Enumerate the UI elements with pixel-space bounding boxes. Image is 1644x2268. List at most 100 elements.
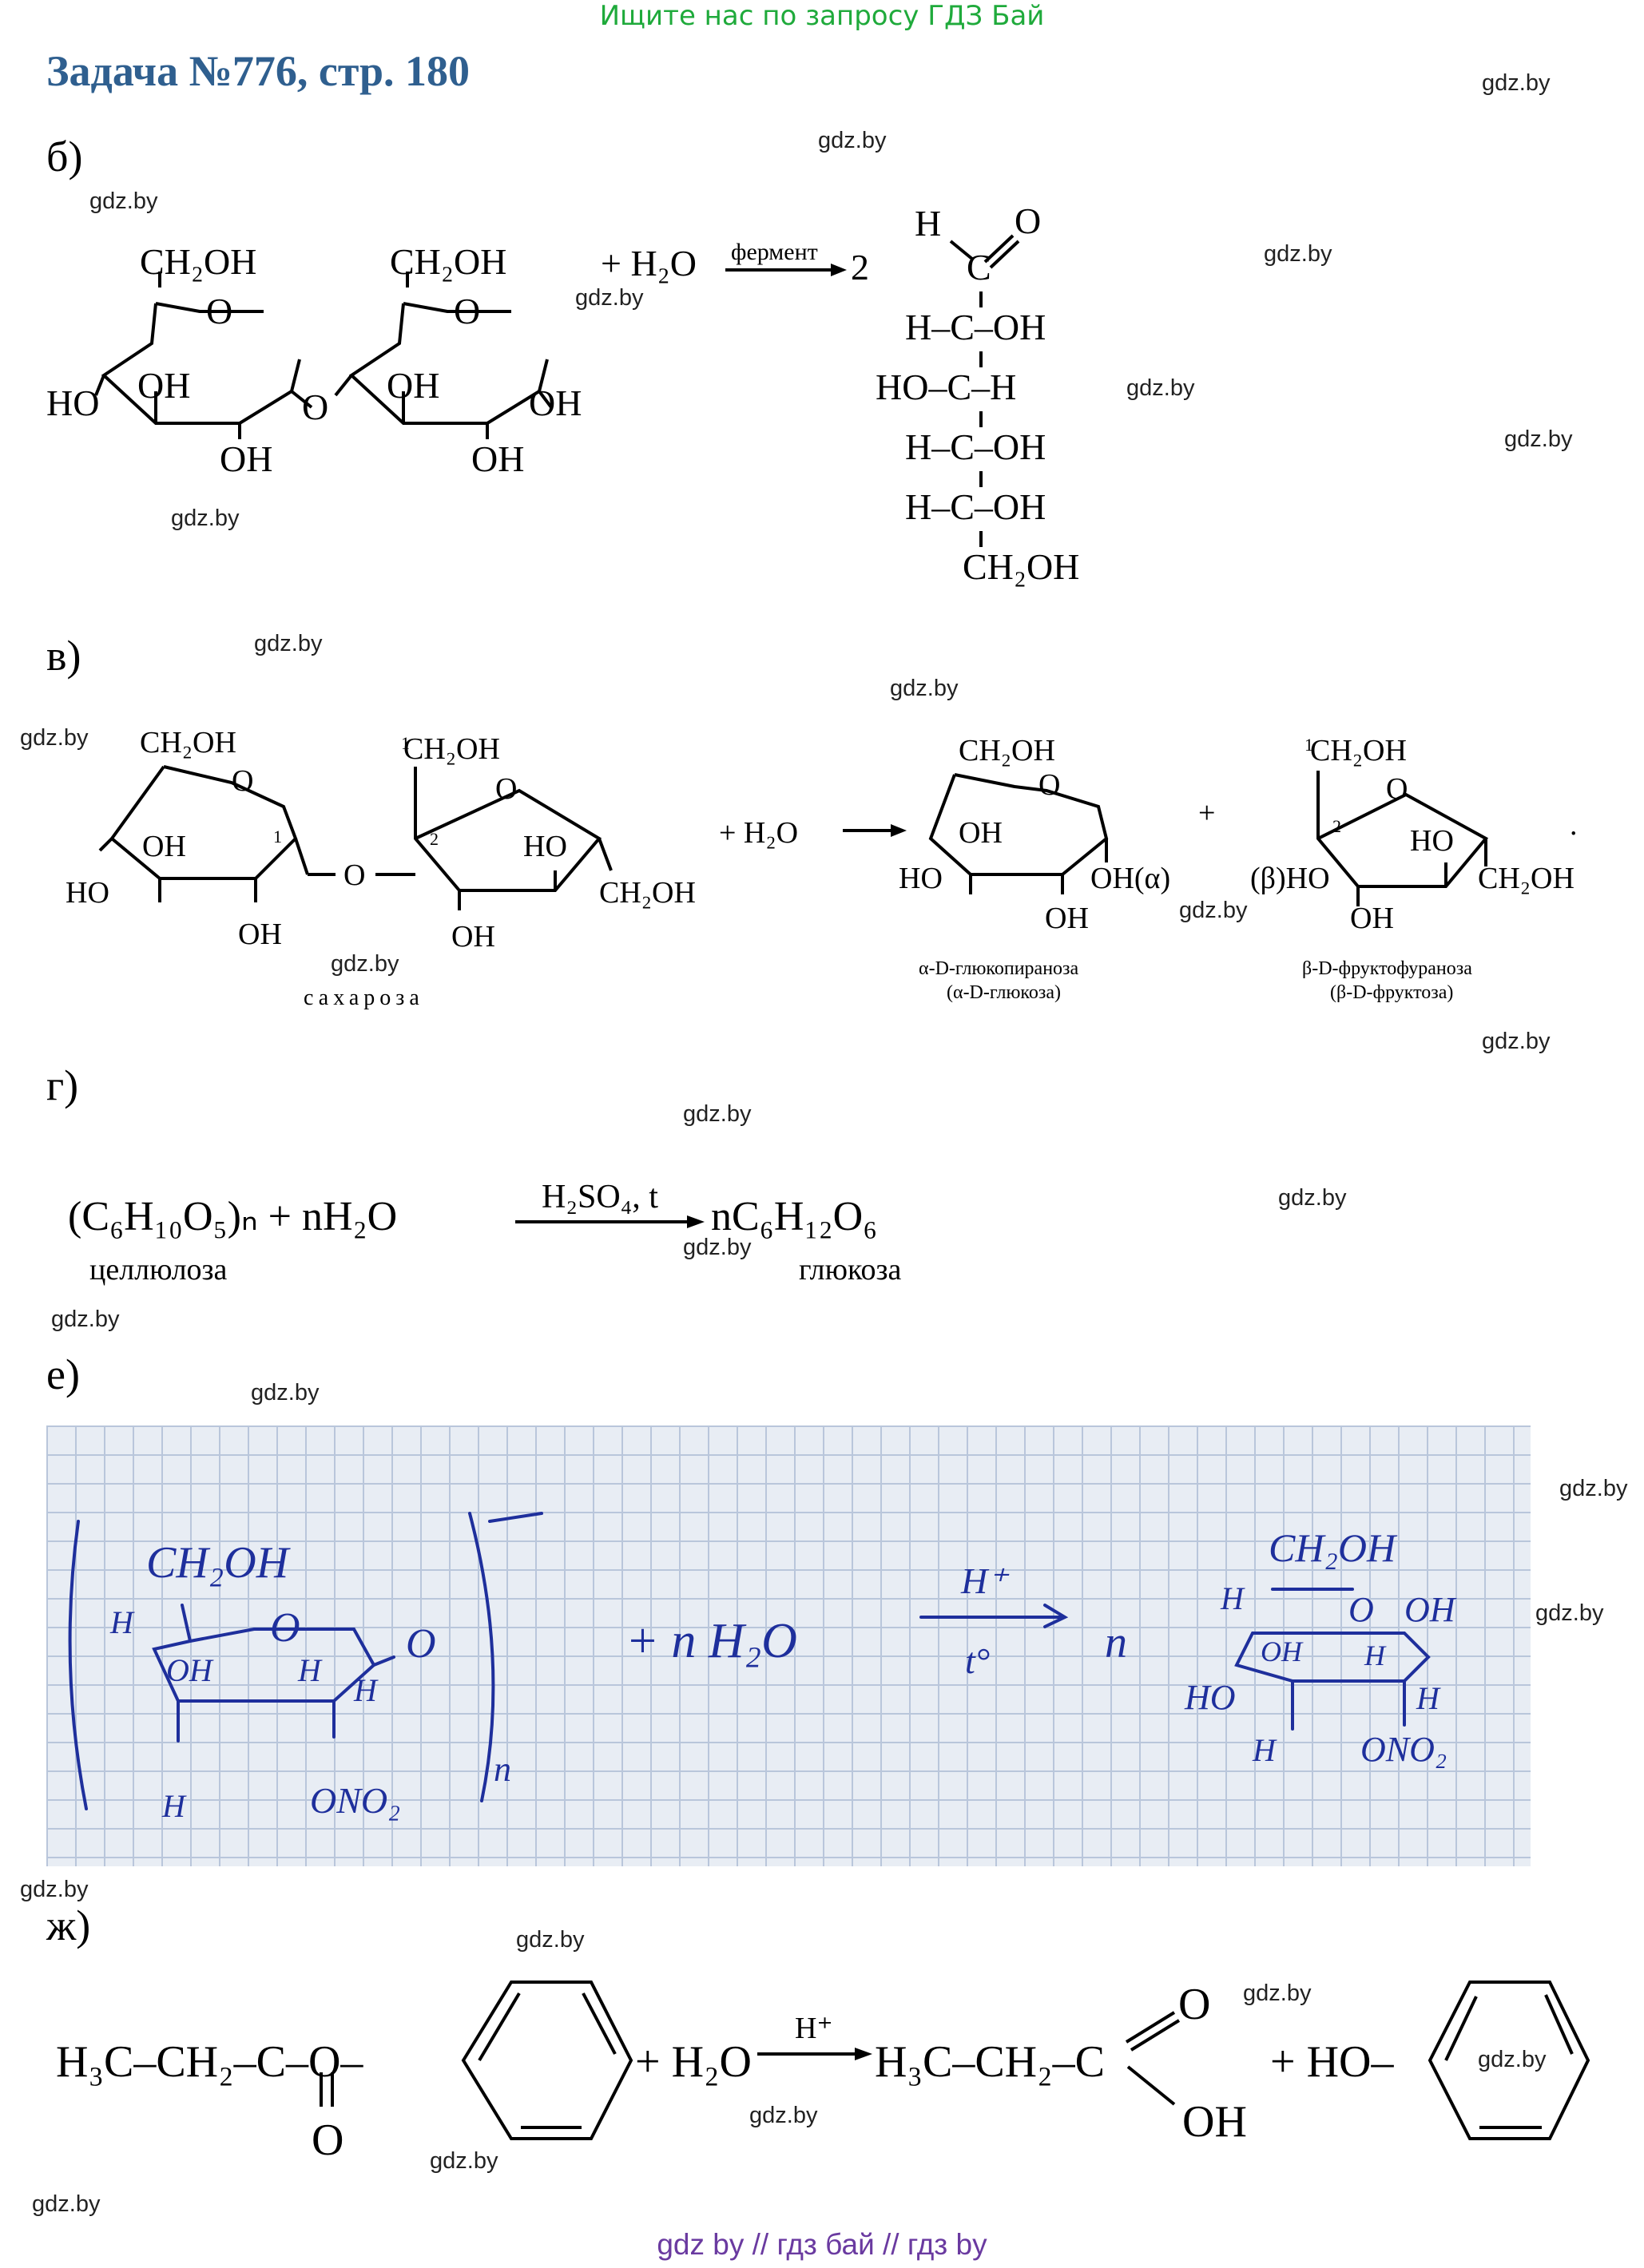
carbon-number: 1 <box>1304 735 1313 755</box>
watermark: gdz.by <box>575 285 644 311</box>
handwritten-ono2: ONO₂ <box>310 1780 400 1821</box>
watermark: gdz.by <box>1504 426 1573 452</box>
ring-oxygen: O <box>232 764 253 798</box>
handwritten-bridge-o: O <box>406 1621 436 1667</box>
watermark: gdz.by <box>818 128 887 153</box>
plus-water: + H₂O <box>601 243 697 284</box>
handwritten-t: t° <box>965 1640 990 1681</box>
watermark: gdz.by <box>890 676 959 701</box>
section-v-scheme: CH₂OH O OH HO OH O CH₂OH O HO CH₂OH OH +… <box>66 726 1578 1010</box>
phenol-ho: + HO– <box>1270 2037 1394 2087</box>
watermark: gdz.by <box>1482 70 1551 96</box>
fructose-caption: (β-D-фруктоза) <box>1330 982 1453 1003</box>
glucose-caption: (α-D-глюкоза) <box>947 982 1061 1003</box>
cellulose-caption: целлюлоза <box>89 1253 228 1287</box>
plus-sign: + <box>1198 796 1215 830</box>
oh-label: OH <box>1350 902 1394 935</box>
watermark: gdz.by <box>1179 898 1248 923</box>
handwritten-h: H <box>1416 1680 1441 1716</box>
ho-label: HO <box>1410 824 1454 858</box>
section-zh-label: ж) <box>46 1901 91 1949</box>
ch2oh-label: CH₂OH <box>1310 734 1407 767</box>
handwritten-h: H <box>109 1604 135 1640</box>
footer-links: gdz by // гдз бай // гдз by <box>657 2228 987 2261</box>
oh-label: OH <box>471 438 524 479</box>
section-zh-scheme: H₃C–CH₂–C–O– O + H₂O H₃C–CH₂–C O OH + HO… <box>56 1980 1590 2165</box>
glucose-caption: глюкоза <box>799 1253 902 1287</box>
chain-row: CH₂OH <box>963 546 1079 587</box>
oh-label: OH <box>451 920 495 954</box>
watermark: gdz.by <box>1278 1185 1347 1211</box>
watermark: gdz.by <box>1559 1476 1628 1501</box>
oh-label: OH <box>1045 902 1089 935</box>
watermark: gdz.by <box>89 188 158 214</box>
period: . <box>1570 808 1578 842</box>
handwritten-n: n <box>1105 1618 1127 1667</box>
watermark: gdz.by <box>251 1380 320 1406</box>
ring-oxygen: O <box>495 772 517 806</box>
handwritten-h: H <box>1220 1580 1245 1616</box>
reaction-condition: H₂SO₄, t <box>542 1179 658 1215</box>
ring-oxygen: O <box>206 291 232 331</box>
handwritten-ono2: ONO₂ <box>1360 1730 1447 1769</box>
ch2oh-label: CH₂OH <box>403 732 500 766</box>
watermark: gdz.by <box>683 1235 752 1260</box>
handwritten-plus-water: + n H₂O <box>625 1614 797 1668</box>
section-g-scheme: (C₆H₁₀O₅)ₙ + nH₂O H₂SO₄, t nC₆H₁₂O₆ целл… <box>68 1179 902 1287</box>
watermark: gdz.by <box>51 1306 120 1332</box>
section-e-label: е) <box>46 1350 80 1398</box>
watermark: gdz.by <box>1264 241 1332 267</box>
watermark: gdz.by <box>171 506 240 531</box>
ch2oh-label: CH₂OH <box>599 876 696 910</box>
handwritten-ring-o: O <box>270 1605 300 1651</box>
handwritten-oh: OH <box>1261 1636 1304 1667</box>
carbon-number: 2 <box>1332 816 1341 836</box>
oh-label: OH <box>238 918 282 951</box>
watermark: gdz.by <box>683 1101 752 1127</box>
handwritten-h-plus: H⁺ <box>960 1560 1010 1601</box>
ho-label: HO <box>899 862 943 895</box>
beta-ho-label: (β)HO <box>1250 862 1330 895</box>
acid-oxygen: O <box>1178 1980 1210 2029</box>
section-g-label: г) <box>46 1061 79 1109</box>
oh-label: OH <box>529 383 582 423</box>
watermark: gdz.by <box>20 1877 89 1902</box>
section-b-label: б) <box>46 133 83 180</box>
acid-oh: OH <box>1182 2097 1247 2147</box>
ch2oh-label: CH₂OH <box>959 734 1055 767</box>
handwritten-h: H <box>161 1788 187 1824</box>
watermark: gdz.by <box>1482 1029 1551 1054</box>
handwritten-n: n <box>494 1750 511 1789</box>
oh-label: OH <box>142 830 186 863</box>
watermark: gdz.by <box>516 1927 585 1953</box>
ring-oxygen: O <box>1386 772 1408 806</box>
carbonyl-oxygen: O <box>312 2115 343 2165</box>
section-v-label: в) <box>46 632 81 680</box>
chain-row: H–C–OH <box>905 486 1046 527</box>
watermark: gdz.by <box>1535 1600 1604 1626</box>
chain-atom: H <box>915 203 941 244</box>
chain-row: H–C–OH <box>905 307 1046 347</box>
notebook-photo <box>46 1425 1531 1866</box>
ch2oh-label: CH₂OH <box>390 241 506 282</box>
watermark: gdz.by <box>1243 1981 1312 2006</box>
acid-formula: H₃C–CH₂–C <box>875 2037 1105 2087</box>
sucrose-caption: сахароза <box>304 985 424 1010</box>
watermark: gdz.by <box>32 2191 101 2217</box>
watermark: gdz.by <box>1478 2047 1547 2072</box>
handwritten-ch2oh: CH₂OH <box>146 1538 291 1588</box>
watermark: gdz.by <box>749 2103 818 2128</box>
ring-oxygen: O <box>454 291 480 331</box>
watermark: gdz.by <box>1126 375 1195 401</box>
page-title: Задача №776, стр. 180 <box>46 47 471 95</box>
carbon-number: 1 <box>401 733 410 753</box>
chain-atom: O <box>1015 200 1041 241</box>
handwritten-scheme: CH₂OH H O O OH H H ONO₂ H n + n H₂O H⁺ t… <box>68 1512 1457 1824</box>
glycosidic-oxygen: O <box>343 858 365 892</box>
ho-label: HO <box>523 830 567 863</box>
handwritten-oh: OH <box>1404 1590 1457 1629</box>
ester-formula: H₃C–CH₂–C–O– <box>56 2037 363 2087</box>
cellulose-hydrolysis-left: (C₆H₁₀O₅)ₙ + nH₂O <box>68 1194 397 1239</box>
watermark: gdz.by <box>331 951 399 977</box>
chain-row: HO–C–H <box>876 367 1016 407</box>
